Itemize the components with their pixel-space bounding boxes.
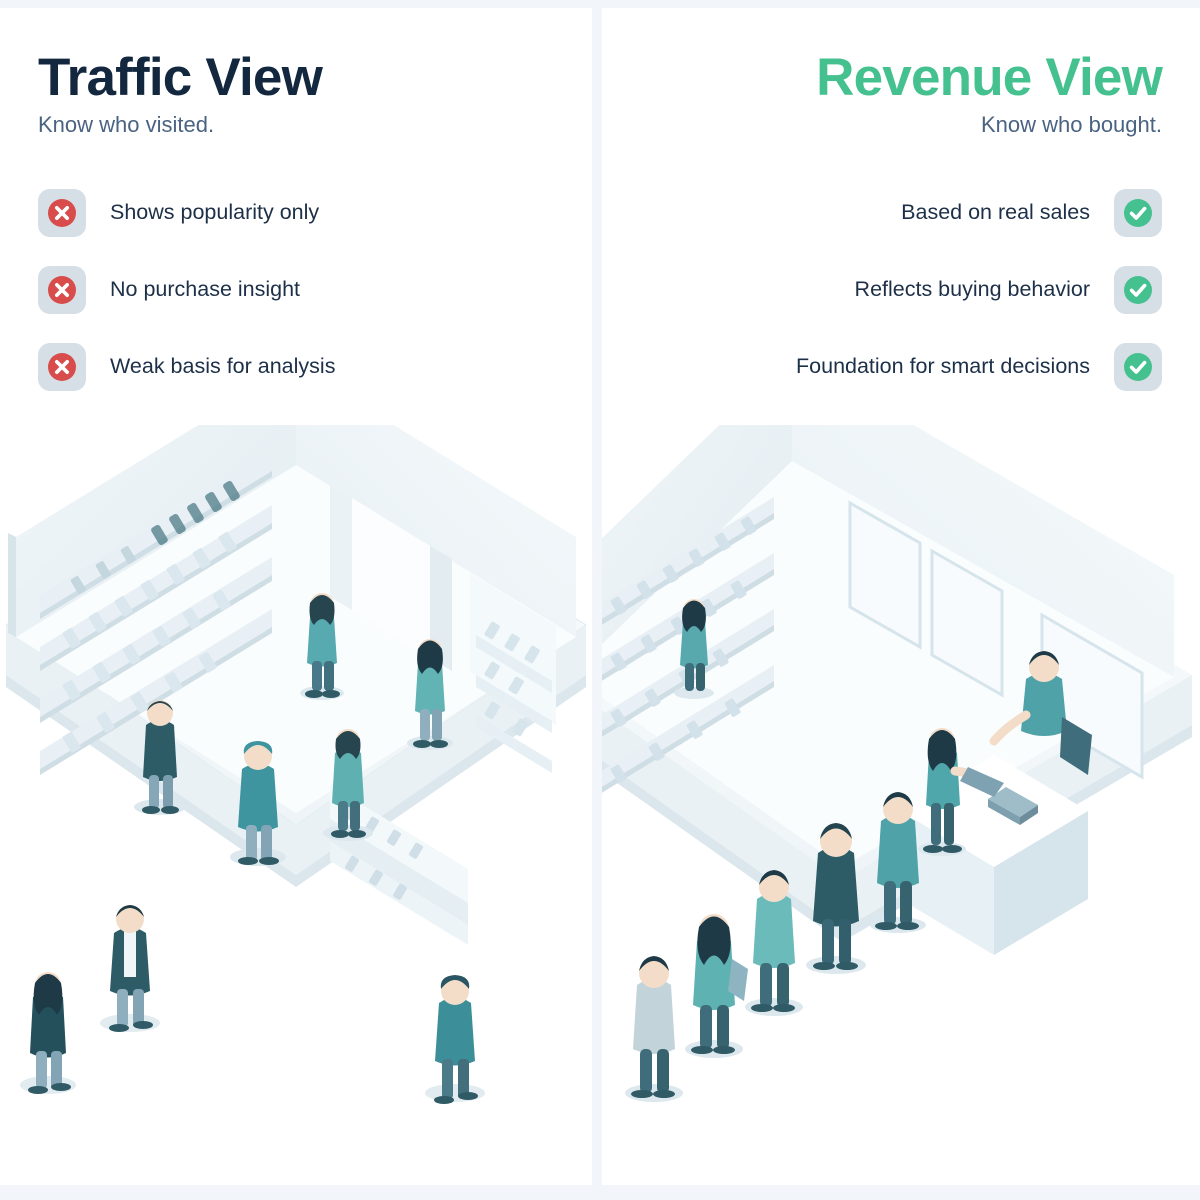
check-icon-badge xyxy=(1114,189,1162,237)
list-item-label: No purchase insight xyxy=(110,277,301,302)
check-icon xyxy=(1124,276,1152,304)
list-item: Based on real sales xyxy=(796,189,1162,237)
cross-icon xyxy=(48,353,76,381)
traffic-store-illustration xyxy=(0,425,592,1185)
list-item-label: Shows popularity only xyxy=(110,200,320,225)
list-item: No purchase insight xyxy=(38,266,335,314)
list-item-label: Foundation for smart decisions xyxy=(796,354,1090,379)
traffic-view-panel: Traffic View Know who visited. Shows pop… xyxy=(0,8,592,1185)
cross-icon-badge xyxy=(38,189,86,237)
revenue-view-title: Revenue View xyxy=(816,48,1163,107)
traffic-view-subtitle: Know who visited. xyxy=(38,112,215,138)
revenue-view-subtitle: Know who bought. xyxy=(980,112,1162,138)
revenue-view-bullet-list: Based on real sales Reflects buying beha… xyxy=(796,189,1162,420)
traffic-view-header: Traffic View Know who visited. xyxy=(38,48,323,138)
check-icon xyxy=(1124,199,1152,227)
list-item: Weak basis for analysis xyxy=(38,343,335,391)
traffic-view-bullet-list: Shows popularity only No purchase insigh… xyxy=(38,189,335,420)
cross-icon xyxy=(48,276,76,304)
list-item-label: Reflects buying behavior xyxy=(854,277,1090,302)
check-icon-badge xyxy=(1114,266,1162,314)
revenue-store-illustration xyxy=(602,425,1200,1185)
check-icon-badge xyxy=(1114,343,1162,391)
revenue-view-header: Revenue View Know who bought. xyxy=(816,48,1163,138)
list-item: Shows popularity only xyxy=(38,189,335,237)
revenue-view-panel: Revenue View Know who bought. Based on r… xyxy=(602,8,1200,1185)
cross-icon-badge xyxy=(38,343,86,391)
list-item: Foundation for smart decisions xyxy=(796,343,1162,391)
cross-icon-badge xyxy=(38,266,86,314)
check-icon xyxy=(1124,353,1152,381)
traffic-view-title: Traffic View xyxy=(38,48,323,107)
list-item-label: Based on real sales xyxy=(901,200,1090,225)
list-item: Reflects buying behavior xyxy=(796,266,1162,314)
cross-icon xyxy=(48,199,76,227)
list-item-label: Weak basis for analysis xyxy=(110,354,336,379)
